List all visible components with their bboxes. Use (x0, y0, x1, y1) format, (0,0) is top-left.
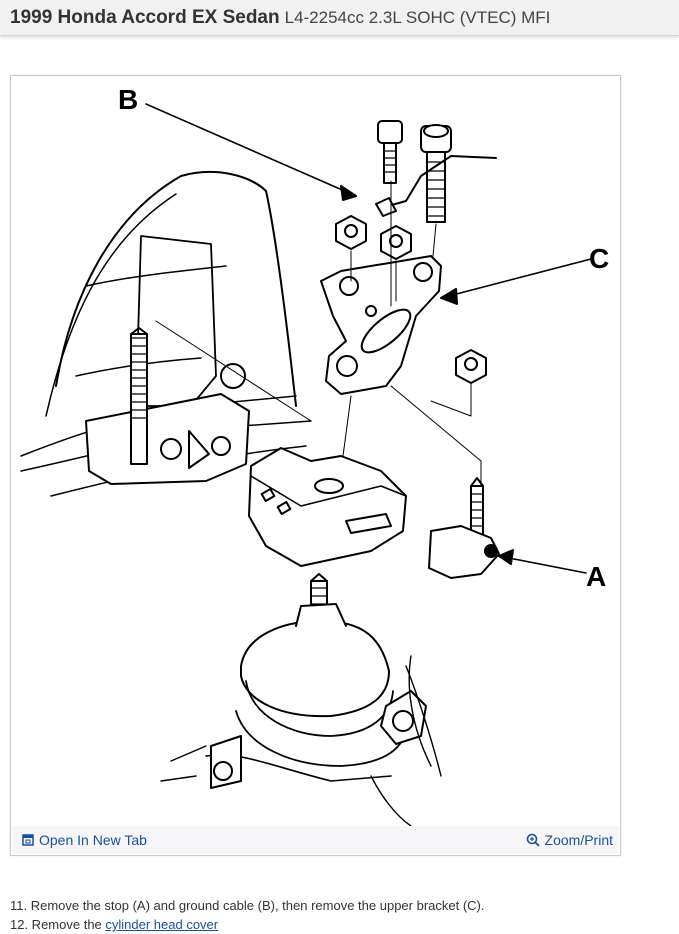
zoom-print-button[interactable]: Zoom/Print (526, 832, 613, 848)
label-a: A (586, 561, 606, 592)
cylinder-head-cover-link[interactable]: cylinder head cover (105, 917, 219, 932)
label-c: C (589, 243, 609, 274)
figure-toolbar: Open In New Tab Zoom/Print (12, 826, 619, 854)
open-in-new-tab-button[interactable]: Open In New Tab (22, 832, 147, 848)
lower-engine-mount (240, 620, 390, 718)
zoom-in-icon (526, 833, 540, 847)
vehicle-title: 1999 Honda Accord EX Sedan (10, 6, 280, 28)
engine-spec: L4-2254cc 2.3L SOHC (VTEC) MFI (284, 7, 551, 27)
diagram-figure: B C A Open In New Tab Zoom/Print (10, 75, 621, 856)
step-12-text: 12. Remove the (10, 917, 106, 932)
engine-block-outline (55, 170, 297, 407)
step-12: 12. Remove the cylinder head cover (10, 915, 670, 934)
zoom-print-label: Zoom/Print (544, 832, 613, 848)
open-in-new-tab-icon (22, 834, 34, 846)
step-11: 11. Remove the stop (A) and ground cable… (10, 898, 485, 913)
stop-part (428, 525, 500, 579)
page-header: 1999 Honda Accord EX Sedan L4-2254cc 2.3… (0, 0, 679, 36)
label-b: B (118, 84, 138, 115)
engine-mount-diagram: B C A (20, 84, 609, 826)
open-in-new-tab-label: Open In New Tab (39, 832, 147, 848)
instruction-steps: 11. Remove the stop (A) and ground cable… (10, 896, 670, 934)
mount-block (248, 447, 407, 567)
